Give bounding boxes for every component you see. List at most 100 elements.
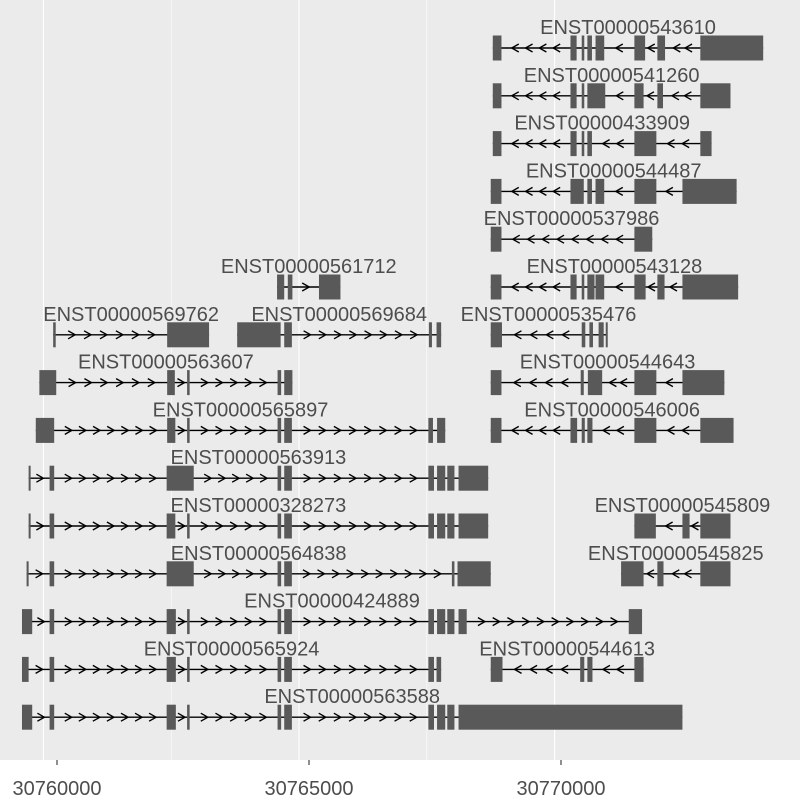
strand-arrow [610, 616, 619, 627]
transcript-ENST00000537986: ENST00000537986 [484, 208, 659, 252]
strand-arrow [394, 473, 403, 483]
strand-arrow [78, 616, 88, 627]
strand-arrow [92, 521, 102, 531]
strand-arrow [559, 664, 569, 675]
strand-arrow [333, 521, 343, 531]
transcript-label: ENST00000541260 [524, 65, 700, 87]
exon-block [700, 83, 731, 109]
strand-arrow [666, 425, 675, 436]
strand-arrow [333, 664, 343, 675]
strand-arrow [394, 330, 404, 340]
exon-block [318, 274, 341, 300]
transcript-label: ENST00000565924 [144, 638, 320, 660]
exon-block [581, 131, 585, 157]
strand-arrow [301, 282, 311, 292]
exon-block [490, 417, 502, 443]
strand-arrow [177, 664, 187, 675]
exon-block [284, 561, 292, 587]
strand-arrow [379, 664, 388, 675]
strand-arrow [645, 569, 655, 579]
exon-block [657, 83, 664, 109]
strand-arrow [537, 425, 547, 436]
exon-block [166, 704, 176, 730]
strand-arrow [215, 425, 224, 436]
strand-arrow [379, 712, 388, 722]
exon-block [21, 656, 29, 682]
exon-block [447, 465, 455, 491]
transcript-label: ENST00000544487 [526, 160, 702, 182]
exon-block [28, 513, 31, 539]
transcript-ENST00000569684: ENST00000569684 [237, 304, 442, 348]
strand-arrow [120, 616, 130, 627]
strand-arrow [303, 330, 313, 340]
transcript-ENST00000541260: ENST00000541260 [492, 65, 731, 109]
exon-block [436, 656, 442, 682]
strand-arrow [135, 425, 144, 436]
exon-block [437, 704, 446, 730]
strand-arrow [595, 616, 605, 627]
strand-arrow [120, 473, 130, 483]
strand-arrow [614, 91, 624, 101]
strand-arrow [646, 43, 656, 53]
strand-arrow [394, 425, 403, 436]
strand-arrow [683, 43, 693, 53]
x-tick-2: 30770000 [517, 760, 605, 796]
strand-arrow [177, 712, 187, 722]
strand-arrow [120, 521, 130, 531]
exon-block [447, 513, 455, 539]
strand-arrow [134, 616, 144, 627]
transcript-label: ENST00000545809 [595, 495, 771, 517]
exon-block [428, 513, 434, 539]
exon-block [428, 656, 434, 682]
transcript-ENST00000563607: ENST00000563607 [39, 352, 293, 396]
strand-arrow [348, 616, 358, 627]
strand-arrow [318, 712, 328, 722]
strand-arrow [215, 616, 224, 627]
x-tick-0: 30760000 [13, 760, 101, 796]
strand-arrow [670, 569, 680, 579]
exon-block [580, 370, 584, 396]
exon-block [634, 370, 657, 396]
strand-arrow [115, 377, 125, 388]
strand-arrow [409, 664, 419, 675]
exon-block [490, 274, 502, 300]
exon-block [587, 656, 593, 682]
strand-arrow [409, 712, 419, 722]
exon-block [284, 465, 292, 491]
strand-arrow [259, 712, 268, 722]
exon-block [682, 178, 737, 204]
strand-arrow [614, 186, 624, 197]
strand-arrow [510, 43, 520, 53]
strand-arrow [78, 425, 88, 436]
strand-arrow [551, 425, 561, 436]
exon-block [49, 561, 55, 587]
exon-block [587, 178, 592, 204]
transcript-ENST00000543128: ENST00000543128 [490, 256, 739, 300]
strand-arrow [64, 712, 74, 722]
transcript-ENST00000543610: ENST00000543610 [492, 17, 764, 61]
strand-arrow [580, 616, 590, 627]
strand-arrow [318, 616, 328, 627]
exon-block [277, 704, 282, 730]
strand-arrow [524, 91, 533, 101]
transcript-ENST00000565924: ENST00000565924 [21, 638, 442, 682]
strand-arrow [303, 473, 312, 483]
strand-arrow [526, 234, 535, 244]
exon-block [53, 322, 56, 348]
exon-block [284, 656, 292, 682]
strand-arrow [513, 664, 522, 675]
exon-block [437, 465, 446, 491]
strand-arrow [409, 473, 419, 483]
x-axis: 30760000 30765000 30770000 [13, 760, 605, 796]
strand-arrow [379, 425, 388, 436]
strand-arrow [177, 616, 187, 627]
strand-arrow [559, 377, 569, 388]
exon-block [570, 178, 584, 204]
exon-block [166, 656, 176, 682]
exon-block [581, 35, 585, 61]
transcript-label: ENST00000561712 [221, 256, 397, 278]
transcript-label: ENST00000433909 [514, 113, 690, 135]
exon-block [634, 274, 646, 300]
strand-arrow [348, 521, 358, 531]
transcript-ENST00000561712: ENST00000561712 [221, 256, 397, 300]
